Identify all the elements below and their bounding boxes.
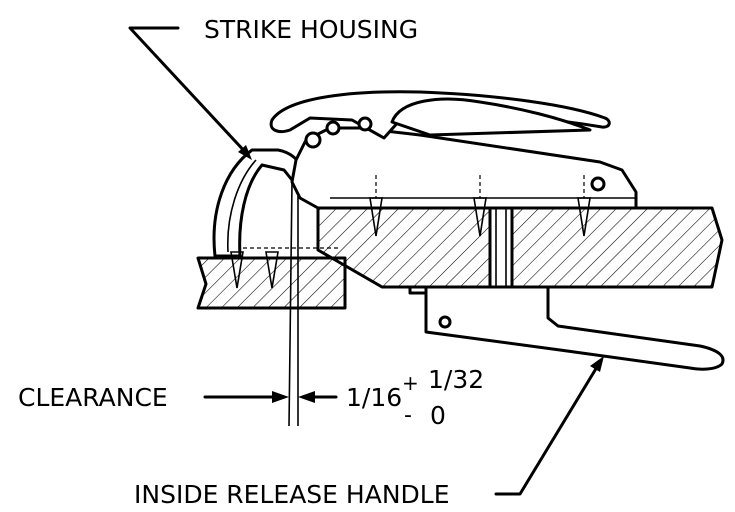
tolerance-plus-value: 1/32 <box>428 365 484 394</box>
upper-lever <box>269 90 611 149</box>
dimension-value: 1/16 <box>346 383 402 412</box>
tolerance-plus-sign: + <box>402 371 419 395</box>
inside-release-handle-label: INSIDE RELEASE HANDLE <box>134 480 450 509</box>
release-handle <box>408 285 725 371</box>
door-screws <box>230 251 279 289</box>
clearance-lines <box>288 181 299 427</box>
tolerance-minus-value: 0 <box>430 401 446 430</box>
clearance-arrows <box>203 391 338 403</box>
frame-panel <box>316 206 724 289</box>
strike-housing-leader <box>128 26 252 160</box>
frame-screws <box>369 175 591 237</box>
release-handle-leader <box>494 356 604 496</box>
clearance-label: CLEARANCE <box>18 383 168 412</box>
tolerance-minus-sign: - <box>404 403 412 428</box>
strike-housing-label: STRIKE HOUSING <box>204 15 418 44</box>
